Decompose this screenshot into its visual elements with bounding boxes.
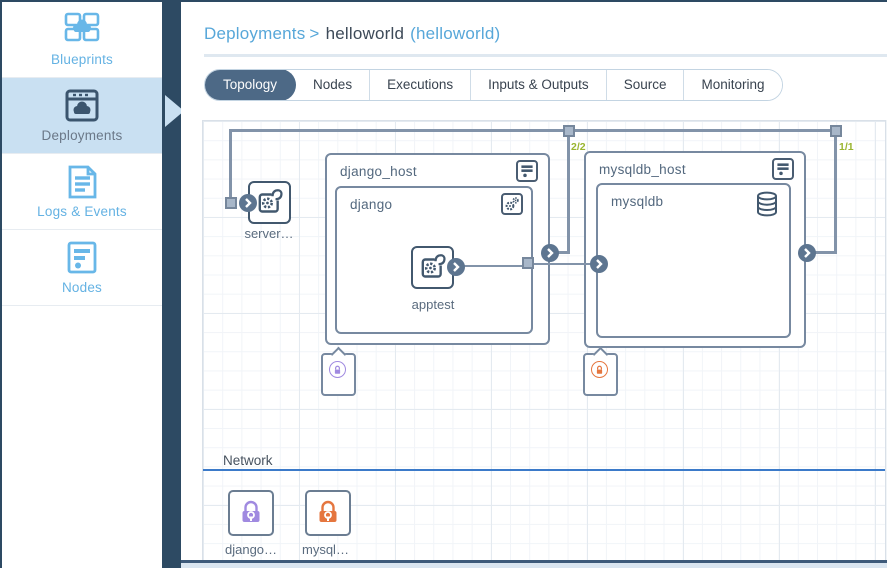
app-module-gears-icon — [501, 193, 523, 215]
sidebar-divider-bar — [162, 2, 181, 568]
horizontal-scrollbar-track[interactable] — [181, 563, 887, 568]
tab-source[interactable]: Source — [606, 70, 685, 100]
connection-count-label: 1/1 — [839, 141, 854, 153]
tab-monitoring[interactable]: Monitoring — [684, 70, 782, 100]
node-title: django — [350, 197, 393, 212]
security-group-badge-django[interactable] — [321, 353, 356, 396]
lock-badge-icon — [329, 361, 346, 378]
network-section-title: Network — [223, 453, 273, 468]
connector-square-django-edge — [522, 257, 534, 269]
relationship-line-server-drop — [229, 129, 232, 203]
network-section-divider — [203, 469, 885, 471]
selected-item-arrow — [165, 95, 184, 127]
sidebar-item-nodes[interactable]: Nodes — [2, 230, 162, 306]
connector-arrow-server — [239, 194, 257, 212]
page-title: helloworld — [325, 24, 405, 43]
node-mysqldb[interactable]: mysqldb — [596, 183, 791, 338]
node-title: mysqldb — [611, 194, 664, 209]
canvas-bottom-border — [181, 560, 887, 563]
main-content: Deployments> helloworld (helloworld) Topol… — [181, 2, 887, 568]
sidebar-item-logs-events[interactable]: Logs & Events — [2, 154, 162, 230]
connector-square-junction-1 — [563, 125, 575, 137]
host-type-icon — [516, 160, 538, 182]
breadcrumb-rule — [204, 54, 887, 57]
relationship-line-django-in — [550, 251, 570, 254]
breadcrumb: Deployments> helloworld (helloworld) — [204, 24, 500, 44]
sidebar-item-blueprints[interactable]: Blueprints — [2, 2, 162, 78]
database-icon — [755, 191, 779, 223]
node-label-mysql-sg: mysql… — [302, 542, 349, 557]
breadcrumb-deployments-link[interactable]: Deployments — [204, 24, 306, 43]
node-label-apptest: apptest — [411, 297, 455, 312]
tab-bar: Topology Nodes Executions Inputs & Outpu… — [204, 69, 783, 101]
security-group-badge-mysql[interactable] — [583, 353, 618, 396]
relationship-line-mysql-drop — [834, 131, 837, 253]
sidebar-item-label: Blueprints — [50, 52, 114, 67]
connection-count-label: 2/2 — [571, 141, 586, 153]
sidebar-item-label: Deployments — [41, 128, 123, 143]
connector-arrow-mysqldb — [590, 255, 608, 273]
connector-square-server — [225, 197, 237, 209]
host-type-icon — [772, 158, 794, 180]
logs-events-icon — [63, 163, 101, 201]
connector-arrow-apptest — [447, 258, 465, 276]
relationship-line-mysql-in — [807, 251, 837, 254]
node-mysql-security-group[interactable] — [305, 490, 351, 536]
connector-arrow-django-host — [541, 244, 559, 262]
relationship-line-django-drop — [567, 131, 570, 253]
breadcrumb-separator: > — [309, 24, 320, 43]
connector-arrow-mysqldb-host — [798, 244, 816, 262]
blueprint-reference: (helloworld) — [410, 24, 501, 43]
sidebar-item-label: Nodes — [61, 280, 103, 295]
relationship-line-apptest-out — [464, 265, 526, 267]
sidebar-item-deployments[interactable]: Deployments — [2, 78, 162, 154]
blueprints-icon — [63, 11, 101, 49]
node-title: mysqldb_host — [599, 162, 686, 177]
relationship-line-top — [229, 129, 838, 132]
nodes-icon — [63, 239, 101, 277]
node-apptest[interactable] — [411, 246, 454, 289]
relationship-line-apptest-mysqldb — [533, 263, 592, 265]
connector-square-junction-2 — [830, 125, 842, 137]
vertical-scrollbar-track[interactable] — [885, 120, 887, 560]
topology-canvas[interactable]: django_host django — [202, 120, 885, 560]
tab-executions[interactable]: Executions — [370, 70, 472, 100]
tab-topology[interactable]: Topology — [204, 70, 297, 100]
node-django-security-group[interactable] — [228, 490, 274, 536]
lock-badge-icon — [591, 361, 608, 378]
tab-inputs-outputs[interactable]: Inputs & Outputs — [471, 70, 607, 100]
node-label-django-sg: django… — [225, 542, 278, 557]
sidebar-item-label: Logs & Events — [37, 204, 127, 219]
sidebar: Blueprints Deployments — [2, 2, 162, 568]
deployments-icon — [63, 87, 101, 125]
node-title: django_host — [340, 164, 417, 179]
node-label-server: server… — [244, 226, 294, 241]
tab-nodes[interactable]: Nodes — [296, 70, 371, 100]
